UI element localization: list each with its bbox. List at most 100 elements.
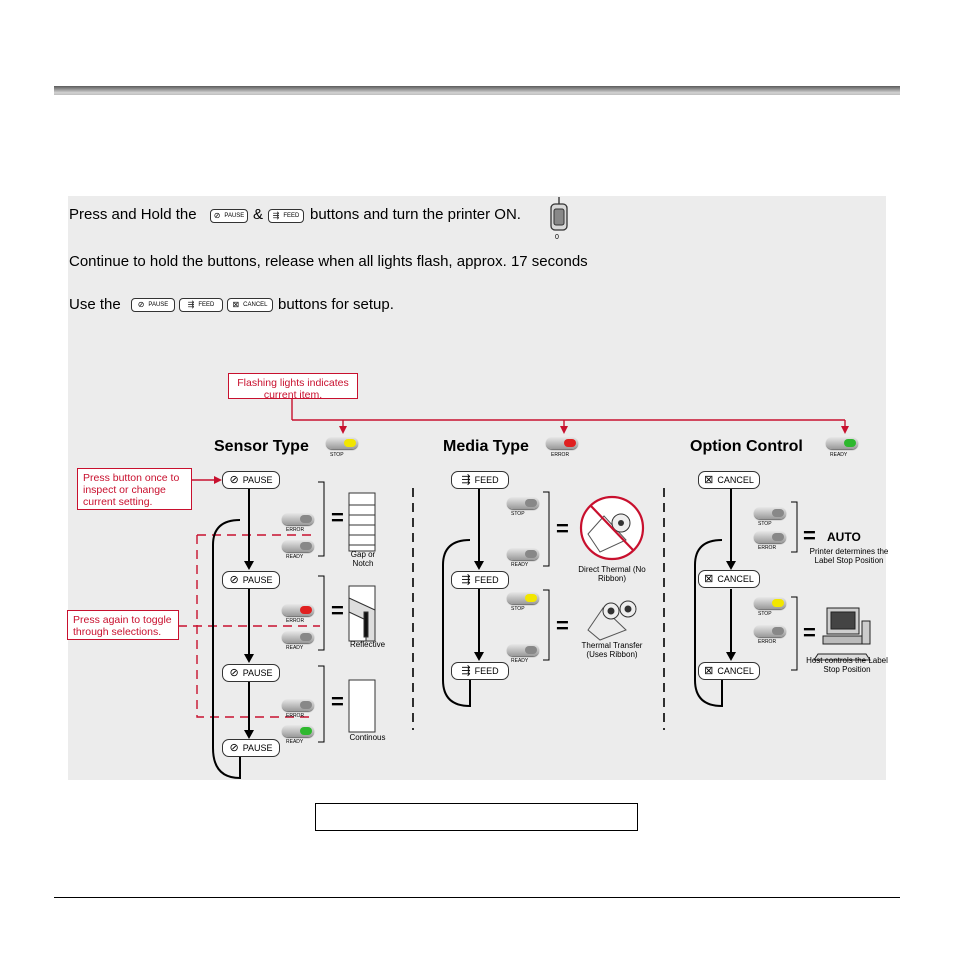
cancel-icon: ⊠ [704, 473, 714, 486]
cancel-button: ⊠CANCEL [698, 570, 760, 588]
led-ready-off [282, 540, 314, 552]
button-label: FEED [474, 666, 499, 676]
button-label: CANCEL [717, 666, 754, 676]
led-ready-off [282, 631, 314, 643]
led-error-off [282, 513, 314, 525]
led-label: READY [511, 658, 529, 664]
led-label: READY [511, 562, 529, 568]
led-error-off [754, 625, 786, 637]
button-label: PAUSE [224, 213, 245, 219]
led-stop-off [754, 507, 786, 519]
feed-button-inline: ⇶FEED [179, 298, 223, 312]
equals-sign: = [556, 516, 569, 541]
cancel-button-inline: ⊠CANCEL [227, 298, 273, 312]
power-switch-label: 0 [555, 234, 559, 241]
auto-label: AUTO [827, 530, 861, 544]
cancel-icon: ⊠ [704, 664, 714, 677]
led-label: ERROR [758, 639, 777, 645]
cancel-icon: ⊠ [704, 572, 714, 585]
thermal-transfer-icon [587, 600, 637, 641]
cancel-button: ⊠CANCEL [698, 471, 760, 489]
led-label: ERROR [286, 618, 305, 624]
pause-button-inline: ⊘PAUSE [210, 209, 248, 223]
led-label: READY [286, 645, 304, 651]
led-error-on [282, 604, 314, 616]
led-stop-off [507, 497, 539, 509]
instruction-line-1: Press and Hold the [69, 206, 197, 223]
pause-button: ⊘PAUSE [222, 471, 280, 489]
feed-icon: ⇶ [461, 664, 471, 677]
led-label: READY [830, 452, 848, 458]
host-computer-icon [813, 607, 871, 661]
feed-button: ⇶FEED [451, 571, 509, 589]
media-type-title: Media Type [443, 438, 529, 455]
equals-sign: = [803, 620, 816, 645]
led-label: ERROR [758, 545, 777, 551]
title-led-error [546, 437, 578, 449]
feed-icon: ⇶ [461, 573, 471, 586]
footer-rule [54, 897, 900, 898]
direct-thermal-label: Direct Thermal (No Ribbon) [578, 565, 646, 583]
pause-icon: ⊘ [229, 666, 239, 679]
pause-button: ⊘PAUSE [222, 571, 280, 589]
instruction-line-2: Continue to hold the buttons, release wh… [69, 253, 588, 270]
ampersand: & [253, 206, 264, 223]
header-rule [54, 86, 900, 95]
led-label: STOP [330, 452, 344, 458]
host-description: Host controls the Label Stop Position [806, 656, 888, 674]
auto-description: Printer determines the Label Stop Positi… [809, 547, 889, 565]
instruction-text: buttons and turn the printer ON. [310, 206, 521, 223]
led-label: STOP [758, 521, 772, 527]
button-label: CANCEL [717, 475, 754, 485]
option-control-title: Option Control [690, 438, 803, 455]
led-label: ERROR [551, 452, 570, 458]
feed-button: ⇶FEED [451, 471, 509, 489]
button-label: CANCEL [717, 574, 754, 584]
equals-sign: = [331, 598, 344, 623]
led-stop-on [507, 592, 539, 604]
led-ready-off [507, 548, 539, 560]
led-error-off [282, 699, 314, 711]
pause-icon: ⊘ [229, 573, 239, 586]
pause-button: ⊘PAUSE [222, 664, 280, 682]
continuous-label: Continous [349, 733, 386, 742]
thermal-transfer-label: Thermal Transfer (Uses Ribbon) [581, 641, 643, 659]
led-label: ERROR [286, 713, 305, 719]
led-ready-off [507, 644, 539, 656]
reflective-label: Reflective [349, 640, 386, 649]
feed-icon: ⇶ [461, 473, 471, 486]
button-label: PAUSE [148, 302, 169, 308]
button-label: CANCEL [243, 302, 268, 308]
callout-flashing-lights: Flashing lights indicates current item. [228, 373, 358, 401]
callout-press-once: Press button once to inspect or change c… [77, 468, 192, 510]
equals-sign: = [331, 689, 344, 714]
instruction-line-3: Use the [69, 296, 121, 313]
callout-press-again: Press again to toggle through selections… [67, 610, 179, 640]
led-label: ERROR [286, 527, 305, 533]
button-label: PAUSE [242, 475, 273, 485]
equals-sign: = [331, 505, 344, 530]
feed-icon: ⇶ [187, 300, 195, 309]
button-label: FEED [474, 575, 499, 585]
pause-icon: ⊘ [229, 473, 239, 486]
instruction-text: buttons for setup. [278, 296, 394, 313]
led-label: READY [286, 554, 304, 560]
feed-button-inline: ⇶FEED [268, 209, 304, 223]
gap-notch-label: Gap or Notch [350, 550, 376, 568]
button-label: FEED [474, 475, 499, 485]
pause-icon: ⊘ [229, 741, 239, 754]
title-led-ready [826, 437, 858, 449]
feed-icon: ⇶ [272, 211, 280, 220]
button-label: PAUSE [242, 743, 273, 753]
instruction-text: Press and Hold the [69, 206, 197, 223]
cancel-icon: ⊠ [232, 300, 240, 309]
led-label: STOP [511, 511, 525, 517]
led-stop-on [754, 597, 786, 609]
pause-icon: ⊘ [137, 300, 145, 309]
button-label: FEED [283, 213, 300, 219]
led-label: STOP [511, 606, 525, 612]
sensor-type-title: Sensor Type [214, 438, 309, 455]
button-label: PAUSE [242, 575, 273, 585]
equals-sign: = [556, 613, 569, 638]
